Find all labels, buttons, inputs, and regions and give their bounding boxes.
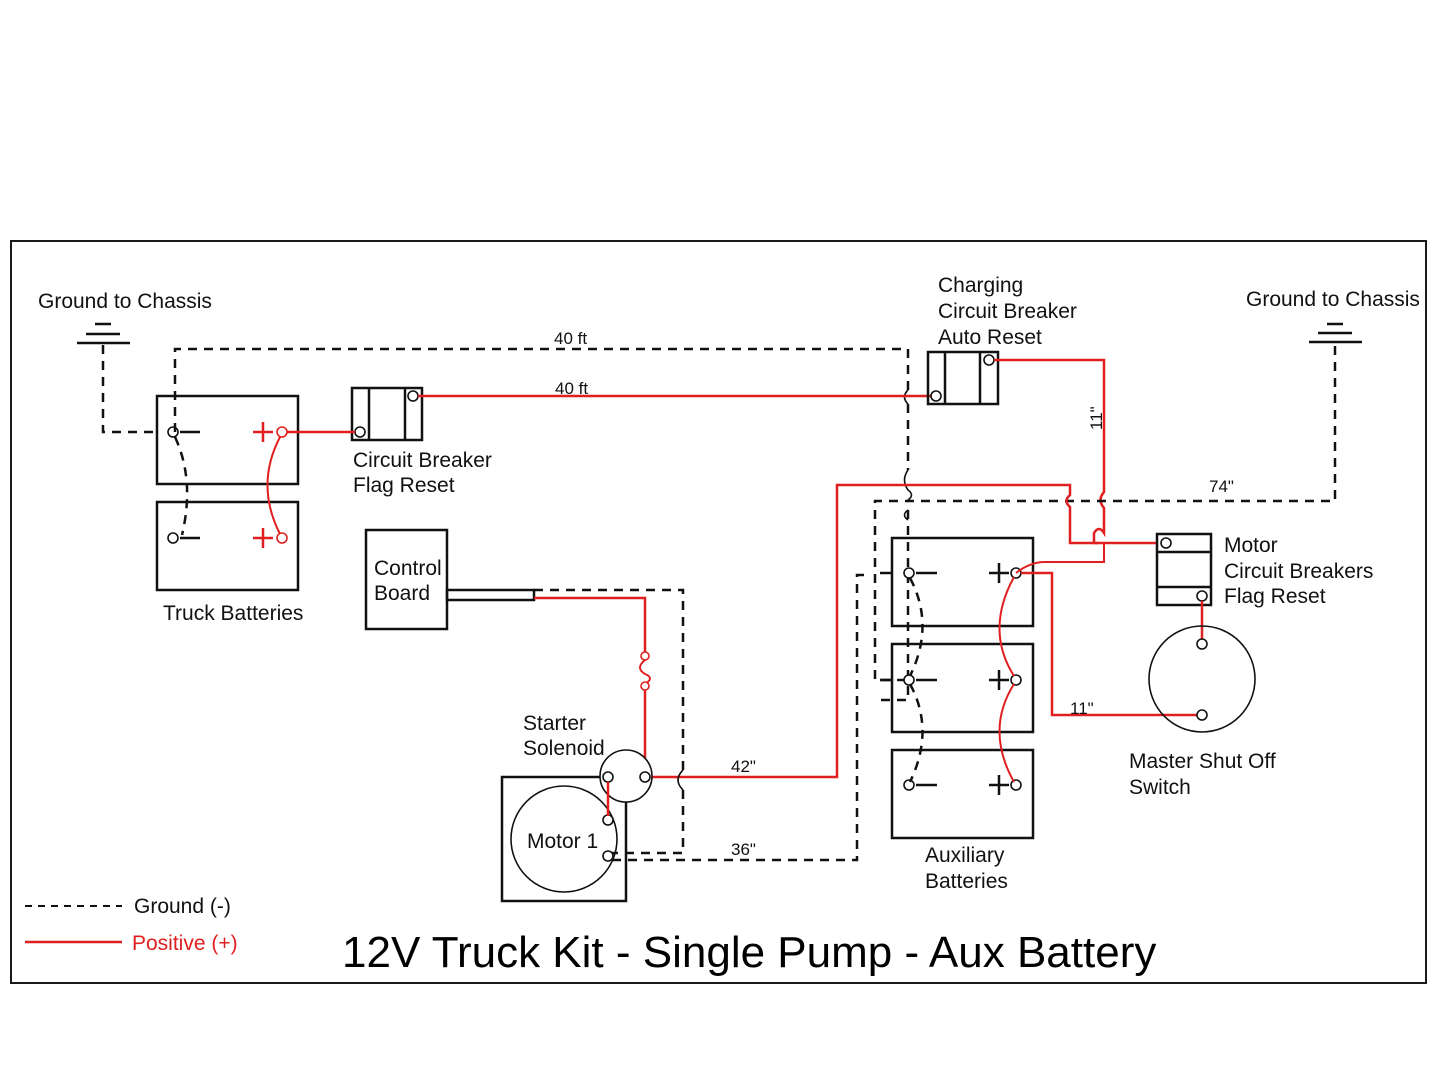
aux-positive-to-motor-breaker <box>1015 543 1105 574</box>
diagram-frame <box>10 240 1427 984</box>
diagram-title: 12V Truck Kit - Single Pump - Aux Batter… <box>342 928 1156 977</box>
legend-positive-label: Positive (+) <box>132 932 238 955</box>
motor-breakers-label: Motor Circuit Breakers Flag Reset <box>1224 534 1379 608</box>
charging-circuit-breaker <box>926 350 1000 406</box>
ground-left-label: Ground to Chassis <box>38 290 212 313</box>
motor-circuit-breakers <box>1155 532 1213 607</box>
ground-symbol-icon <box>1309 322 1362 344</box>
aux-switch-wire-length: 11" <box>1070 699 1094 718</box>
ground-left: Ground to Chassis <box>38 290 212 345</box>
aux-battery-2 <box>880 642 1035 734</box>
ground-wire-left-chassis <box>101 345 160 434</box>
legend: Ground (-) Positive (+) <box>25 895 238 955</box>
ground-right-length: 74" <box>1209 477 1234 496</box>
aux-battery-1 <box>880 536 1035 628</box>
circuit-breaker-flag-reset <box>350 386 424 442</box>
ground-run-40ft <box>173 347 910 702</box>
fuse-icon <box>639 651 651 691</box>
aux-battery-ground-jumper <box>908 577 924 783</box>
truck-batteries-label: Truck Batteries <box>163 602 303 625</box>
motor-ground-36in <box>612 573 867 862</box>
starter-solenoid <box>599 749 653 803</box>
control-board-ground <box>534 588 685 855</box>
truck-battery-2 <box>155 500 300 592</box>
circuit-breaker-flag-label: Circuit Breaker Flag Reset <box>353 449 498 497</box>
aux-batteries-label: Auxiliary Batteries <box>925 844 1010 893</box>
master-shut-off-switch[interactable] <box>1148 625 1256 733</box>
aux-battery-positive-jumper <box>998 576 1015 783</box>
charging-breaker-label: Charging Circuit Breaker Auto Reset <box>938 274 1083 349</box>
solenoid-wire-length: 42" <box>731 757 756 776</box>
positive-wire-charging-to-motor-breaker <box>994 358 1158 545</box>
truck-battery-1 <box>155 394 300 486</box>
ground-symbol-icon <box>77 322 130 345</box>
positive-wire-solenoid-42in <box>645 483 1098 779</box>
control-board <box>364 528 536 631</box>
legend-ground-label: Ground (-) <box>134 895 231 918</box>
negative-terminal <box>167 532 179 544</box>
motor-ground-length: 36" <box>731 840 756 859</box>
ground-right-label: Ground to Chassis <box>1246 288 1420 311</box>
truck-battery-ground-jumper <box>173 436 189 536</box>
control-board-label: Control Board <box>374 557 448 605</box>
starter-solenoid-label: Starter Solenoid <box>523 712 605 760</box>
motor-1: Motor 1 <box>500 775 628 903</box>
aux-positive-to-master-switch <box>1021 571 1198 717</box>
negative-terminal <box>167 426 179 438</box>
charging-wire-length: 11" <box>1087 406 1106 430</box>
motor-label: Motor 1 <box>527 830 598 853</box>
master-switch-label: Master Shut Off Switch <box>1129 750 1282 799</box>
ground-run-length: 40 ft <box>554 329 587 348</box>
positive-terminal <box>276 532 288 544</box>
truck-battery-positive-jumper <box>266 436 281 535</box>
aux-battery-3 <box>890 748 1035 840</box>
positive-run-length: 40 ft <box>555 379 588 398</box>
positive-terminal <box>276 426 288 438</box>
